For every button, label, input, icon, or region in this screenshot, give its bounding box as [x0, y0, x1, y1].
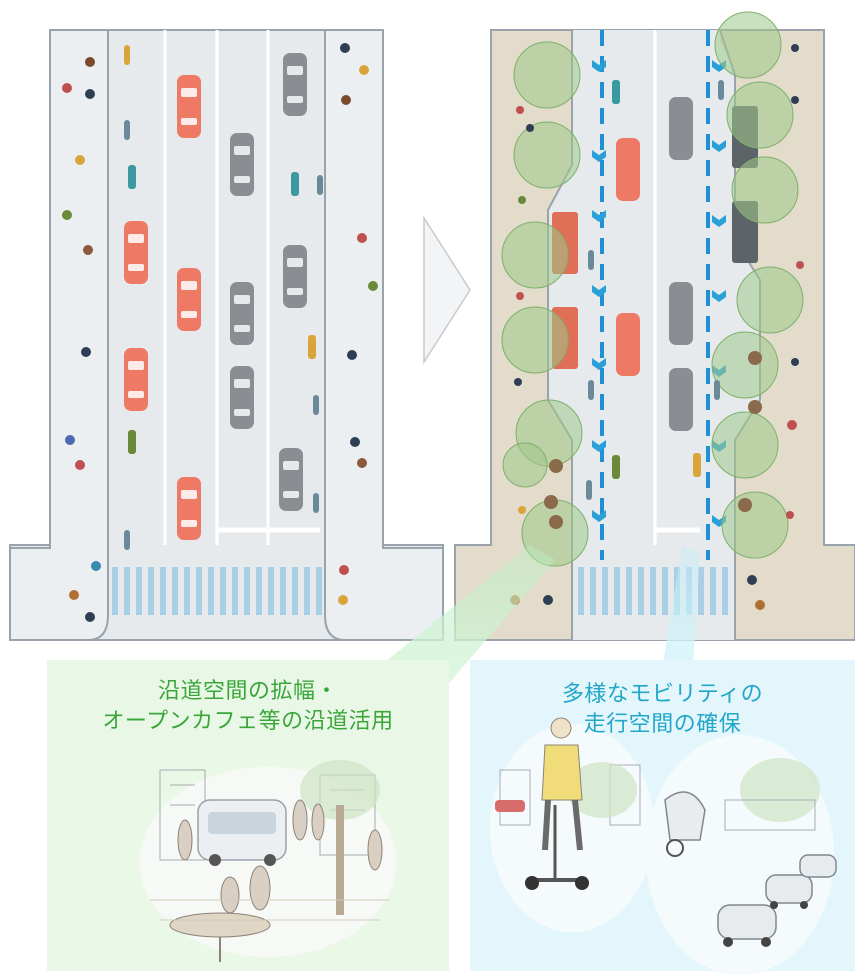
- wheelchair-mobility: [664, 791, 706, 841]
- roadside-use-caption-line1: 沿道空間の拡幅・: [157, 679, 338, 704]
- gray-car: [669, 282, 693, 345]
- delivery-robot: [765, 874, 813, 904]
- current-left-sidewalk: [9, 29, 109, 641]
- delivery-robot: [799, 854, 837, 878]
- mobility-space-caption-line1: 多様なモビリティの: [561, 682, 764, 707]
- tree-canopies: [501, 11, 804, 567]
- gray-car: [230, 366, 254, 429]
- rider-head: [550, 717, 572, 739]
- gray-car: [230, 282, 254, 345]
- callout-beam-blue: [660, 545, 700, 682]
- mobility-space-caption-line2: 走行空間の確保: [583, 712, 742, 737]
- bike-lane-chevrons: [592, 60, 726, 527]
- current-pedestrians-and-bikes: [62, 43, 378, 622]
- delivery-robot: [717, 904, 777, 940]
- gray-car: [669, 368, 693, 431]
- current-crosswalk: [112, 567, 322, 615]
- transition-arrow: [423, 215, 471, 365]
- rider-body: [541, 744, 583, 801]
- gray-car: [283, 245, 307, 308]
- cafe-tables: [544, 351, 762, 529]
- current-street-panel: [9, 29, 444, 641]
- gray-car: [669, 97, 693, 160]
- current-lane-markings: [163, 30, 320, 545]
- red-car: [616, 138, 640, 201]
- cafe-table: [169, 912, 271, 938]
- gray-car: [230, 133, 254, 196]
- red-car: [177, 75, 201, 138]
- callout-beam-green: [360, 545, 555, 682]
- red-car: [124, 221, 148, 284]
- red-car: [124, 348, 148, 411]
- redesigned-street-panel: [454, 11, 855, 641]
- street-cafe-sketch: [118, 752, 418, 972]
- roadside-use-caption-line2: オープンカフェ等の沿道活用: [102, 709, 394, 734]
- mobility-space-caption: 多様なモビリティの 走行空間の確保: [470, 680, 855, 740]
- redesigned-pedestrians-and-bikes: [510, 44, 804, 610]
- bike-lane-markings: [600, 30, 710, 560]
- gray-car: [279, 448, 303, 511]
- delivery-robots-sketch: [646, 735, 837, 975]
- red-car: [616, 313, 640, 376]
- redesigned-lane-markings: [653, 30, 700, 545]
- red-car: [177, 268, 201, 331]
- gray-car: [283, 53, 307, 116]
- roadside-use-caption: 沿道空間の拡幅・ オープンカフェ等の沿道活用: [47, 677, 449, 737]
- current-right-sidewalk: [324, 29, 444, 641]
- scooter-rider-sketch: [490, 717, 654, 932]
- red-car: [177, 477, 201, 540]
